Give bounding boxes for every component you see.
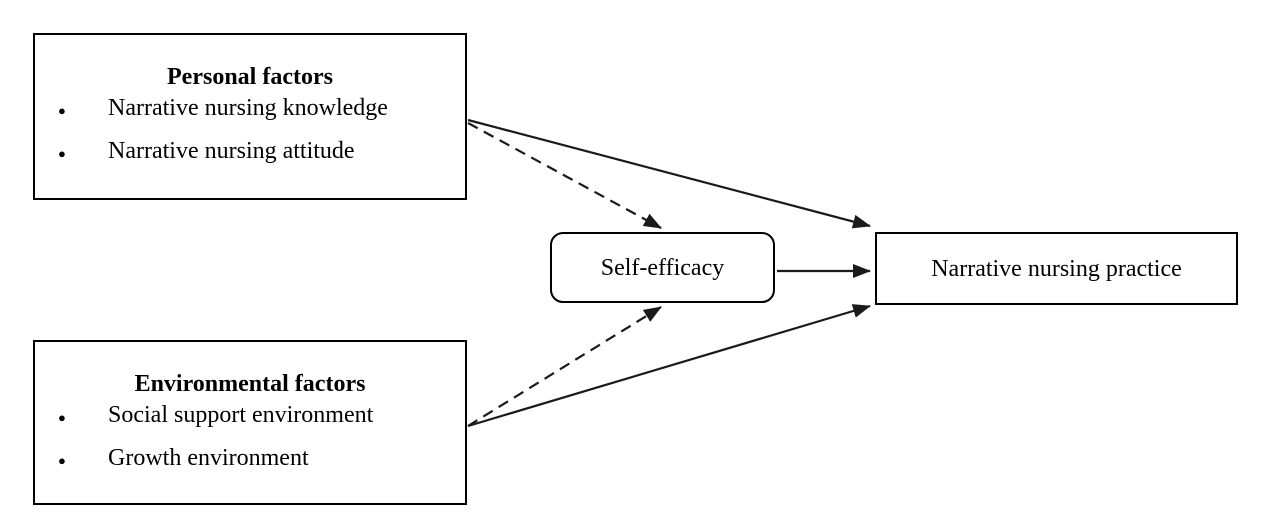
narrative-nursing-practice-label: Narrative nursing practice [931, 255, 1182, 282]
personal-factors-list: ● Narrative nursing knowledge ● Narrativ… [35, 94, 465, 168]
list-item: ● Narrative nursing attitude [35, 137, 465, 168]
personal-factors-box: Personal factors ● Narrative nursing kno… [33, 33, 467, 200]
arrow-environmental-to-self-efficacy [467, 306, 662, 427]
list-item-label: Social support environment [108, 402, 374, 428]
arrow-environmental-to-practice [467, 304, 871, 428]
self-efficacy-box: Self-efficacy [550, 232, 775, 303]
list-item: ● Narrative nursing knowledge [35, 94, 465, 125]
list-item-label: Narrative nursing knowledge [108, 95, 388, 121]
list-item-label: Narrative nursing attitude [108, 138, 355, 164]
environmental-factors-title: Environmental factors [134, 371, 366, 397]
environmental-factors-box: Environmental factors ● Social support e… [33, 340, 467, 505]
environmental-factors-list: ● Social support environment ● Growth en… [35, 401, 465, 475]
list-item: ● Social support environment [35, 401, 465, 432]
list-item-label: Growth environment [108, 445, 309, 471]
personal-factors-title: Personal factors [167, 64, 333, 90]
self-efficacy-label: Self-efficacy [600, 254, 725, 281]
list-item: ● Growth environment [35, 444, 465, 475]
bullet-icon: ● [58, 103, 66, 118]
arrow-personal-to-practice [467, 118, 871, 229]
bullet-icon: ● [58, 146, 66, 161]
arrow-personal-to-self-efficacy [467, 122, 662, 229]
bullet-icon: ● [58, 410, 66, 425]
bullet-icon: ● [58, 453, 66, 468]
narrative-nursing-practice-box: Narrative nursing practice [875, 232, 1238, 305]
